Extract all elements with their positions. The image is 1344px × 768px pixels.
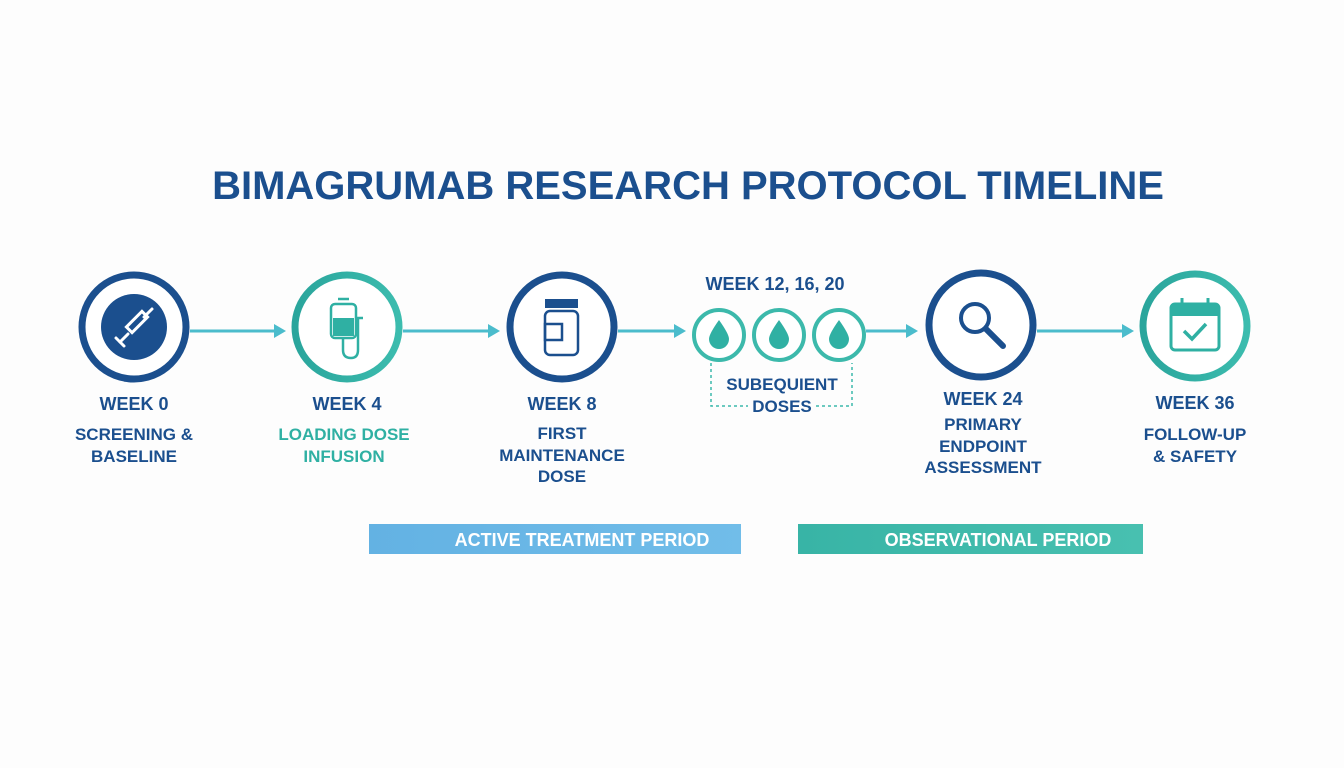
syringe-icon bbox=[101, 294, 167, 360]
page-title: BIMAGRUMAB RESEARCH PROTOCOL TIMELINE bbox=[212, 164, 1164, 208]
medicine-bottle-icon bbox=[543, 299, 580, 357]
week-label: WEEK 4 bbox=[312, 394, 381, 414]
droplet-icon bbox=[752, 308, 806, 362]
milestone-desc: INFUSION bbox=[303, 447, 384, 466]
week-label: WEEK 0 bbox=[99, 394, 168, 414]
milestone-desc: MAINTENANCE bbox=[499, 446, 625, 465]
milestone-week-12-16-20: WEEK 12, 16, 20 SUBEQUIENT DOSES bbox=[692, 274, 866, 416]
week-label: WEEK 24 bbox=[943, 389, 1022, 409]
week-label: WEEK 36 bbox=[1155, 393, 1234, 413]
milestone-desc: ASSESSMENT bbox=[924, 458, 1042, 477]
droplet-icon bbox=[812, 308, 866, 362]
milestone-desc: FIRST bbox=[537, 424, 587, 443]
milestone-week-36: WEEK 36 FOLLOW-UP & SAFETY bbox=[1139, 270, 1251, 466]
period-label: OBSERVATIONAL PERIOD bbox=[885, 530, 1112, 550]
milestone-desc: BASELINE bbox=[91, 447, 177, 466]
milestone-desc: SUBEQUIENT bbox=[726, 375, 838, 394]
milestone-desc: DOSE bbox=[538, 467, 586, 486]
magnifier-icon bbox=[959, 302, 1006, 349]
iv-bag-icon bbox=[329, 297, 363, 360]
milestone-desc: LOADING DOSE bbox=[278, 425, 409, 444]
milestone-week-24: WEEK 24 PRIMARY ENDPOINT ASSESSMENT bbox=[924, 269, 1042, 477]
milestone-week-0: WEEK 0 SCREENING & BASELINE bbox=[75, 271, 193, 466]
week-label: WEEK 8 bbox=[527, 394, 596, 414]
dashed-bracket bbox=[710, 363, 853, 407]
week-label: WEEK 12, 16, 20 bbox=[705, 274, 844, 294]
active-treatment-period-bar: ACTIVE TREATMENT PERIOD bbox=[369, 524, 741, 554]
observational-period-bar: OBSERVATIONAL PERIOD bbox=[798, 524, 1143, 554]
milestone-desc: PRIMARY bbox=[944, 415, 1022, 434]
milestone-desc: & SAFETY bbox=[1153, 447, 1238, 466]
milestone-week-8: WEEK 8 FIRST MAINTENANCE DOSE bbox=[499, 271, 625, 486]
period-label: ACTIVE TREATMENT PERIOD bbox=[455, 530, 710, 550]
droplet-icon bbox=[692, 308, 746, 362]
milestone-desc: ENDPOINT bbox=[939, 437, 1027, 456]
milestone-week-4: WEEK 4 LOADING DOSE INFUSION bbox=[278, 271, 410, 466]
milestone-desc: DOSES bbox=[752, 397, 812, 416]
milestone-desc: SCREENING & bbox=[75, 425, 193, 444]
connector-arrows bbox=[190, 324, 1134, 338]
calendar-check-icon bbox=[1169, 298, 1221, 352]
milestone-desc: FOLLOW-UP bbox=[1144, 425, 1247, 444]
